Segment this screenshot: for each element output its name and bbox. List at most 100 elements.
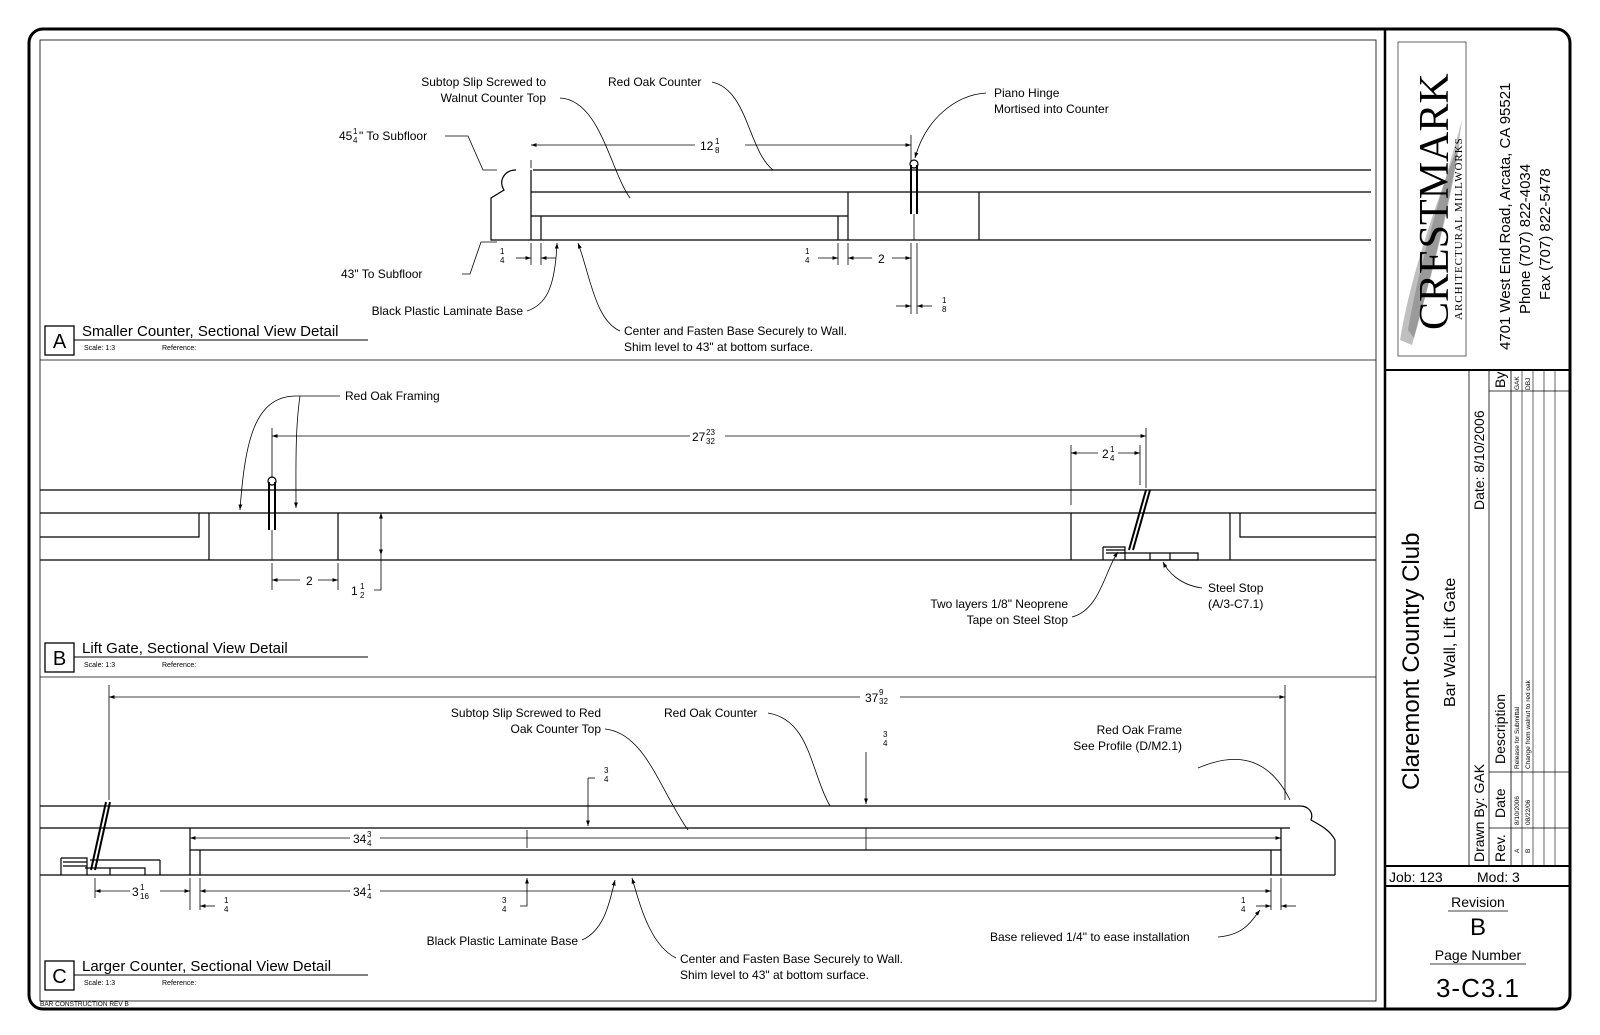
svg-text:Reference:: Reference: <box>162 980 196 987</box>
svg-text:3: 3 <box>604 766 609 775</box>
detail-a-label: A Smaller Counter, Sectional View Detail… <box>44 323 368 356</box>
detail-b-callouts: Red Oak Framing Two layers 1/8" Neoprene… <box>238 389 1264 627</box>
svg-text:Red Oak Counter: Red Oak Counter <box>608 75 701 89</box>
detail-b-geometry <box>40 476 1376 561</box>
svg-text:1: 1 <box>1110 445 1115 454</box>
svg-text:34: 34 <box>353 832 367 846</box>
svg-text:Subtop Slip Screwed to: Subtop Slip Screwed to <box>421 75 546 89</box>
svg-text:4: 4 <box>604 775 609 784</box>
svg-text:Oak Counter Top: Oak Counter Top <box>511 722 602 736</box>
svg-text:4: 4 <box>367 839 372 848</box>
svg-text:3: 3 <box>883 730 888 739</box>
svg-text:Black Plastic Laminate Base: Black Plastic Laminate Base <box>372 304 524 318</box>
revision-table: Rev. Date Description By A 8/10/2006 Rel… <box>1489 370 1570 866</box>
svg-text:Reference:: Reference: <box>162 662 196 669</box>
svg-text:4: 4 <box>1241 905 1246 914</box>
svg-text:1: 1 <box>353 127 358 136</box>
detail-a-dimensions: 12 1 8 1 4 1 4 2 1 8 <box>500 135 947 314</box>
svg-text:2: 2 <box>878 252 885 266</box>
svg-text:4: 4 <box>500 256 505 265</box>
company-tagline: ARCHITECTURAL MILLWORKS <box>1453 137 1465 320</box>
svg-text:4: 4 <box>224 905 229 914</box>
svg-text:37: 37 <box>865 691 879 705</box>
detail-c-dimensions: 37 9 32 34 3 4 34 1 4 3 1 16 1 4 1 <box>94 685 1296 914</box>
svg-text:Center and Fasten Base Securel: Center and Fasten Base Securely to Wall. <box>624 324 847 338</box>
detail-b: 27 23 32 2 1 4 2 1 1 2 Red Oak Framing T… <box>40 389 1376 673</box>
company-address: 4701 West End Road, Arcata, CA 95521 <box>1497 83 1514 350</box>
svg-text:16: 16 <box>140 892 149 901</box>
detail-c-callouts: Subtop Slip Screwed to Red Oak Counter T… <box>427 706 1291 982</box>
svg-text:GAK: GAK <box>1514 376 1521 390</box>
svg-text:1: 1 <box>351 584 358 598</box>
svg-text:43" To Subfloor: 43" To Subfloor <box>341 267 422 281</box>
svg-text:3: 3 <box>367 830 372 839</box>
drawing-area-border <box>39 39 1377 1002</box>
svg-text:Base relieved 1/4" to ease ins: Base relieved 1/4" to ease installation <box>990 930 1190 944</box>
svg-text:Release for Submittal: Release for Submittal <box>1514 706 1521 769</box>
svg-text:Two layers 1/8" Neoprene: Two layers 1/8" Neoprene <box>930 597 1068 611</box>
svg-text:1: 1 <box>1241 896 1246 905</box>
svg-text:2: 2 <box>360 591 365 600</box>
company-name: CRESTMARK <box>1412 73 1458 330</box>
svg-text:9: 9 <box>879 688 884 697</box>
svg-text:4: 4 <box>353 136 358 145</box>
svg-text:" To Subfloor: " To Subfloor <box>359 129 427 143</box>
detail-a-title: Smaller Counter, Sectional View Detail <box>82 323 339 340</box>
svg-text:Rev.: Rev. <box>1492 834 1508 862</box>
detail-a-callouts: Subtop Slip Screwed to Walnut Counter To… <box>339 75 1109 354</box>
svg-text:Change from walnut to red oak: Change from walnut to red oak <box>1525 679 1532 769</box>
revision-label: Revision <box>1451 894 1505 910</box>
svg-text:1: 1 <box>715 137 720 146</box>
svg-text:Black Plastic Laminate Base: Black Plastic Laminate Base <box>427 934 579 948</box>
svg-text:3: 3 <box>132 885 139 899</box>
svg-text:(A/3-C7.1): (A/3-C7.1) <box>1208 597 1263 611</box>
svg-text:4: 4 <box>502 905 507 914</box>
svg-text:3: 3 <box>502 896 507 905</box>
title-block: CRESTMARK ARCHITECTURAL MILLWORKS 4701 W… <box>1385 41 1570 1003</box>
svg-text:B: B <box>1525 849 1532 853</box>
svg-text:8/10/2006: 8/10/2006 <box>1514 796 1521 825</box>
svg-text:1: 1 <box>942 296 947 305</box>
svg-text:1: 1 <box>360 582 365 591</box>
mod-number: Mod: 3 <box>1477 869 1520 885</box>
svg-text:27: 27 <box>692 430 706 444</box>
svg-text:08/22/06: 08/22/06 <box>1525 799 1532 825</box>
detail-b-label: B Lift Gate, Sectional View Detail Scale… <box>44 640 368 673</box>
svg-text:Red Oak Framing: Red Oak Framing <box>345 389 440 403</box>
svg-text:Piano Hinge: Piano Hinge <box>994 86 1060 100</box>
svg-text:32: 32 <box>706 437 715 446</box>
svg-text:4: 4 <box>805 256 810 265</box>
detail-c: 37 9 32 34 3 4 34 1 4 3 1 16 1 4 1 <box>40 685 1336 991</box>
detail-c-geometry <box>40 801 1336 876</box>
svg-text:34: 34 <box>353 885 367 899</box>
svg-text:See Profile (D/M2.1): See Profile (D/M2.1) <box>1073 739 1182 753</box>
svg-text:Red Oak Counter: Red Oak Counter <box>664 706 757 720</box>
svg-text:32: 32 <box>879 697 888 706</box>
svg-text:45: 45 <box>339 129 353 143</box>
svg-text:Shim level to 43" at bottom su: Shim level to 43" at bottom surface. <box>624 340 813 354</box>
svg-text:Tape on Steel Stop: Tape on Steel Stop <box>967 613 1069 627</box>
svg-text:Center and Fasten Base Securel: Center and Fasten Base Securely to Wall. <box>680 952 903 966</box>
svg-text:23: 23 <box>706 428 715 437</box>
svg-text:8: 8 <box>942 305 947 314</box>
svg-text:4: 4 <box>883 739 888 748</box>
drawn-by: Drawn By: GAK <box>1471 763 1487 862</box>
detail-b-dimensions: 27 23 32 2 1 4 2 1 1 2 <box>271 428 1147 600</box>
svg-text:2: 2 <box>1102 447 1109 461</box>
detail-a-geometry <box>490 159 1371 241</box>
svg-text:DBJ: DBJ <box>1525 378 1532 390</box>
project-title: Claremont Country Club <box>1398 533 1425 790</box>
company-phone: Phone (707) 822-4034 <box>1517 164 1534 314</box>
sheet-border <box>27 27 1572 1011</box>
svg-text:Shim level to 43" at bottom su: Shim level to 43" at bottom surface. <box>680 968 869 982</box>
detail-b-letter: B <box>53 648 66 670</box>
sheet-date: Date: 8/10/2006 <box>1471 410 1487 510</box>
svg-text:4: 4 <box>1110 454 1115 463</box>
svg-text:Scale: 1:3: Scale: 1:3 <box>84 662 115 669</box>
svg-text:Walnut Counter Top: Walnut Counter Top <box>441 91 547 105</box>
detail-c-label: C Larger Counter, Sectional View Detail … <box>44 958 368 991</box>
svg-text:Subtop Slip Screwed to Red: Subtop Slip Screwed to Red <box>451 706 601 720</box>
svg-text:12: 12 <box>700 139 714 153</box>
revision-row: B 08/22/06 Change from walnut to red oak… <box>1525 378 1532 853</box>
detail-a: 12 1 8 1 4 1 4 2 1 8 Subtop Slip Screwed… <box>44 75 1371 356</box>
